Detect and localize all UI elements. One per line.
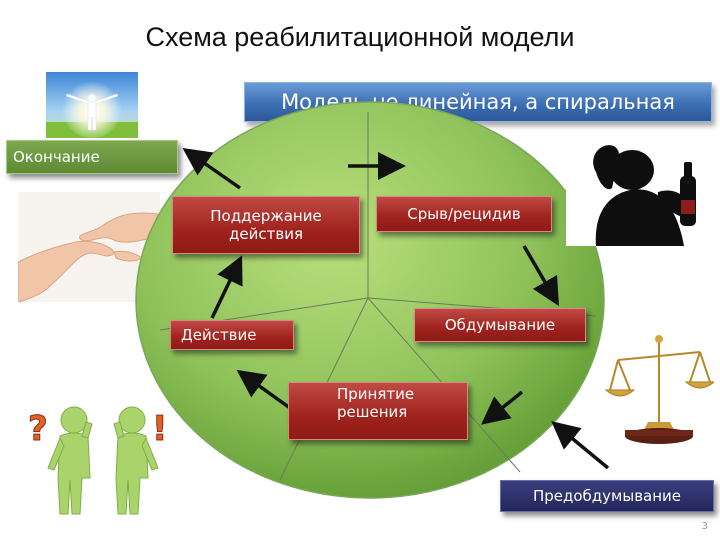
stage-relapse-label: Срыв/рецидив (407, 205, 521, 223)
arrow-contemplation-to-decision (481, 390, 524, 425)
stage-relapse-box: Срыв/рецидив (376, 196, 552, 232)
question-mark-icon: ? (28, 409, 48, 449)
drinking-man-icon (566, 132, 718, 246)
stage-ending-box: Окончание (6, 140, 178, 174)
arrow-precontemplation-to-contemplation (551, 421, 610, 470)
arrow-action-to-maintenance (210, 255, 243, 319)
stage-maintenance-label: Поддержание действия (210, 207, 322, 243)
page-number: 3 (701, 521, 708, 532)
arrow-maintenance-to-ending (182, 148, 241, 190)
arrow-decision-to-action (236, 369, 292, 410)
stage-ending-label: Окончание (13, 148, 100, 166)
thinking-figures-icon: ? ! (26, 398, 176, 518)
stage-precontemplation-box: Предобдумывание (500, 480, 714, 512)
stage-contemplation-label: Обдумывание (444, 316, 556, 334)
stage-contemplation-box: Обдумывание (414, 308, 586, 342)
slide-title: Схема реабилитационной модели (145, 22, 575, 52)
arrow-relapse-to-contemplation (522, 245, 560, 307)
stage-decision-label: Принятие решения (337, 385, 415, 421)
stage-action-label: Действие (181, 326, 257, 344)
stage-action-box: Действие (170, 320, 294, 350)
scales-icon (604, 330, 714, 448)
sky-person-icon (46, 72, 138, 138)
stage-maintenance-box: Поддержание действия (172, 196, 360, 254)
stage-precontemplation-label: Предобдумывание (532, 487, 682, 505)
stage-decision-box: Принятие решения (288, 382, 468, 440)
exclamation-mark-icon: ! (152, 409, 168, 449)
